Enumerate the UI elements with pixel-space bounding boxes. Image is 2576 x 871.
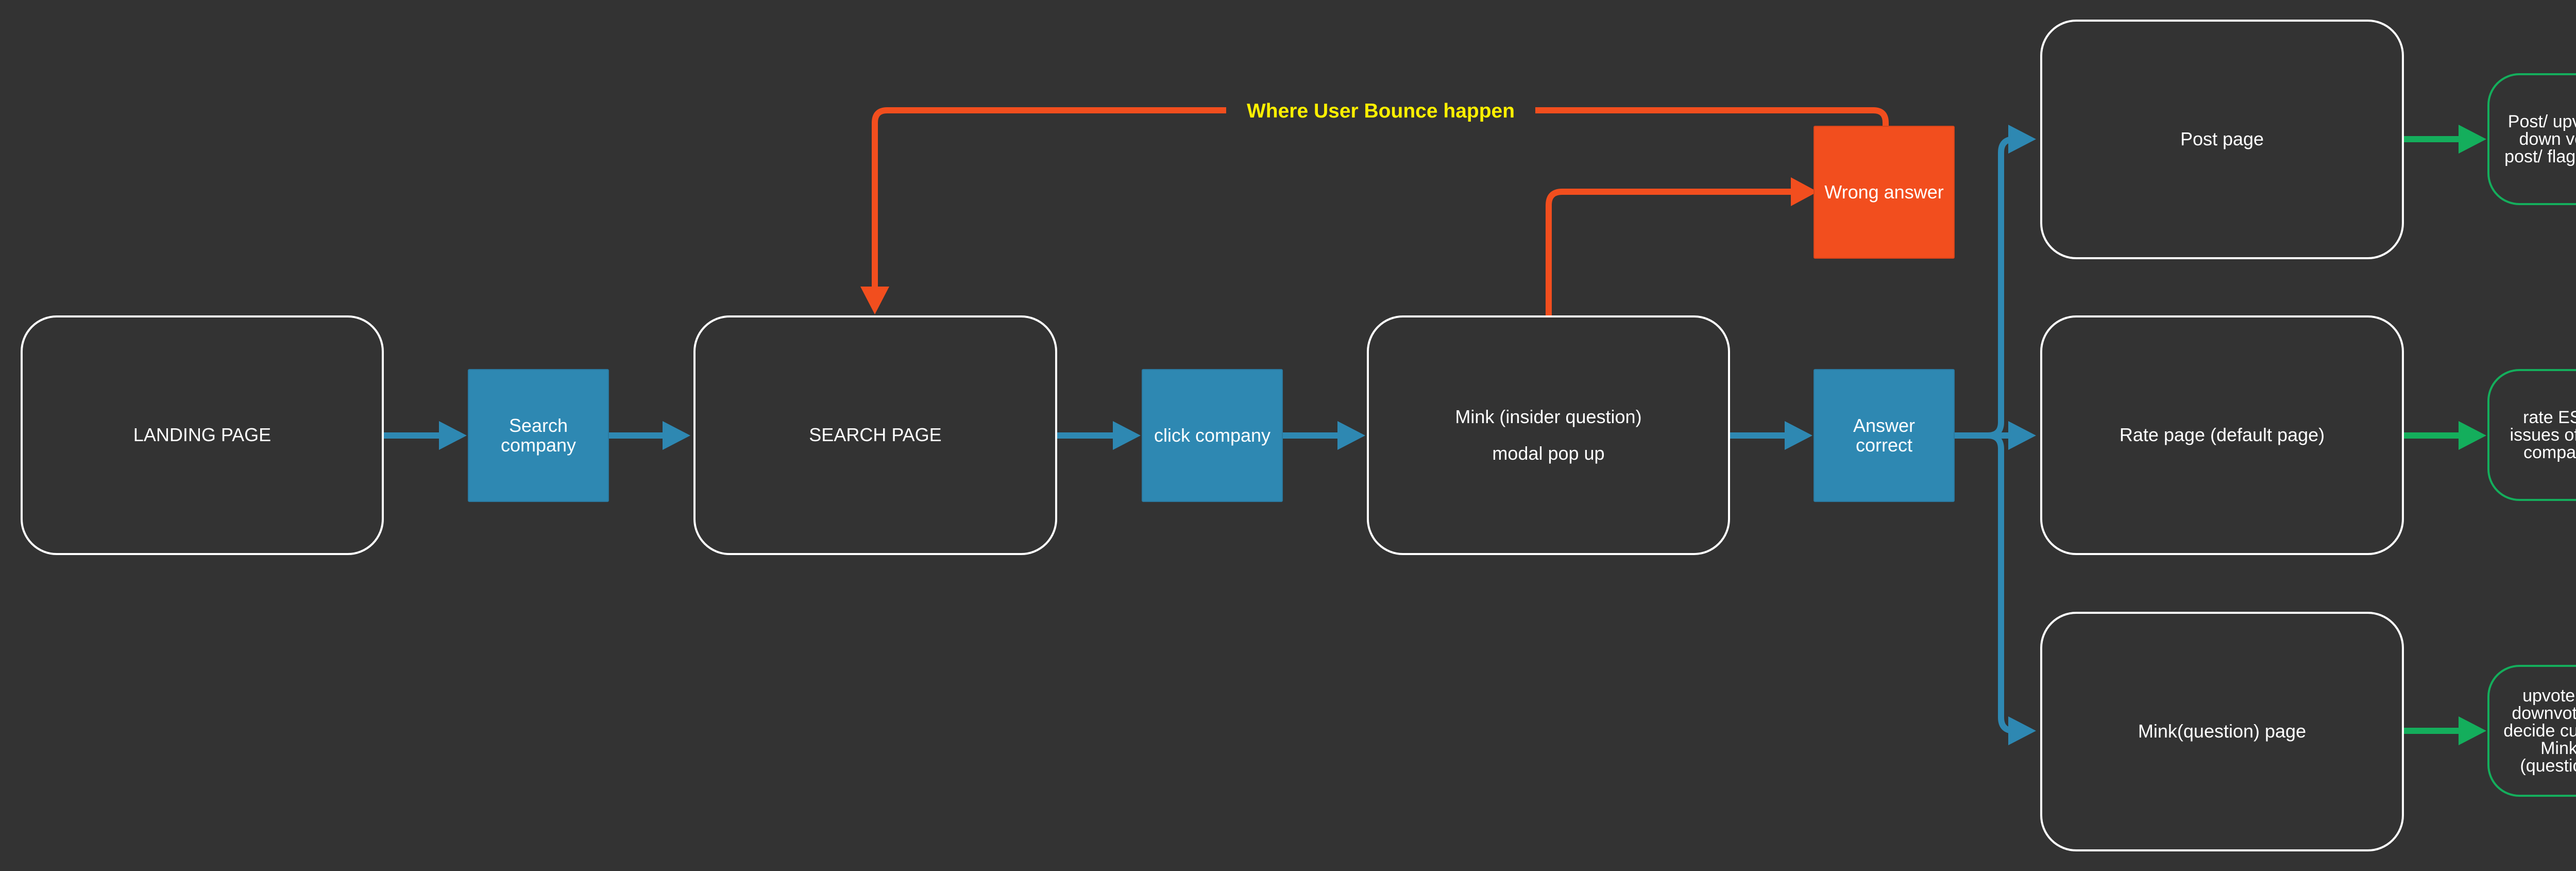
arrow-branch-to-mink-page (1987, 432, 2021, 734)
arrowhead (663, 421, 690, 450)
post-outcome-node[interactable]: Post/ upvote, down vote post/ flag post (2487, 73, 2576, 205)
answer-correct-label: Answer correct (1853, 415, 1916, 456)
arrowhead (2459, 421, 2486, 450)
search-company-label: Search company (500, 415, 577, 456)
arrowhead (2008, 421, 2036, 450)
arrow-branch-to-post (1953, 136, 2021, 439)
arrowhead (860, 287, 889, 314)
post-page-node[interactable]: Post page (2040, 20, 2404, 259)
rate-page-label: Rate page (default page) (2119, 424, 2325, 446)
bounce-annotation: Where User Bounce happen (1226, 96, 1535, 127)
landing-page-label: LANDING PAGE (133, 424, 272, 446)
post-page-label: Post page (2180, 128, 2264, 150)
mink-outcome-node[interactable]: upvote or downvote to decide current Min… (2487, 665, 2576, 797)
wrong-answer-label: Wrong answer (1824, 181, 1944, 203)
arrowhead (1113, 421, 1141, 450)
arrowhead (439, 421, 467, 450)
mink-modal-label-line1: Mink (insider question) (1455, 406, 1642, 428)
arrowhead (1337, 421, 1365, 450)
wrong-answer-step[interactable]: Wrong answer (1814, 126, 1955, 259)
arrow-mink-modal-to-wrong-answer (1546, 189, 1793, 315)
mink-modal-label-line2: modal pop up (1492, 442, 1605, 464)
post-outcome-label: Post/ upvote, down vote post/ flag post (2504, 112, 2576, 166)
rate-outcome-node[interactable]: rate ESG issues of the company (2487, 369, 2576, 501)
answer-correct-step[interactable]: Answer correct (1814, 369, 1955, 502)
click-company-label: click company (1154, 425, 1271, 446)
search-company-step[interactable]: Search company (468, 369, 609, 502)
arrowhead (2008, 125, 2036, 154)
arrow-wrong-answer-to-search-page (872, 107, 1889, 289)
search-page-label: SEARCH PAGE (809, 424, 942, 446)
arrowhead (2008, 716, 2036, 745)
search-page-node[interactable]: SEARCH PAGE (693, 315, 1057, 555)
arrowhead (1785, 421, 1812, 450)
arrowhead (1791, 177, 1818, 206)
click-company-step[interactable]: click company (1142, 369, 1283, 502)
mink-outcome-label: upvote or downvote to decide current Min… (2503, 686, 2576, 776)
rate-outcome-label: rate ESG issues of the company (2510, 408, 2576, 462)
arrowhead (2459, 125, 2486, 154)
mink-question-page-label: Mink(question) page (2138, 721, 2307, 742)
mink-question-page-node[interactable]: Mink(question) page (2040, 612, 2404, 851)
mink-modal-node[interactable]: Mink (insider question) modal pop up (1367, 315, 1730, 555)
arrowhead (2459, 716, 2486, 745)
rate-page-node[interactable]: Rate page (default page) (2040, 315, 2404, 555)
landing-page-node[interactable]: LANDING PAGE (21, 315, 384, 555)
